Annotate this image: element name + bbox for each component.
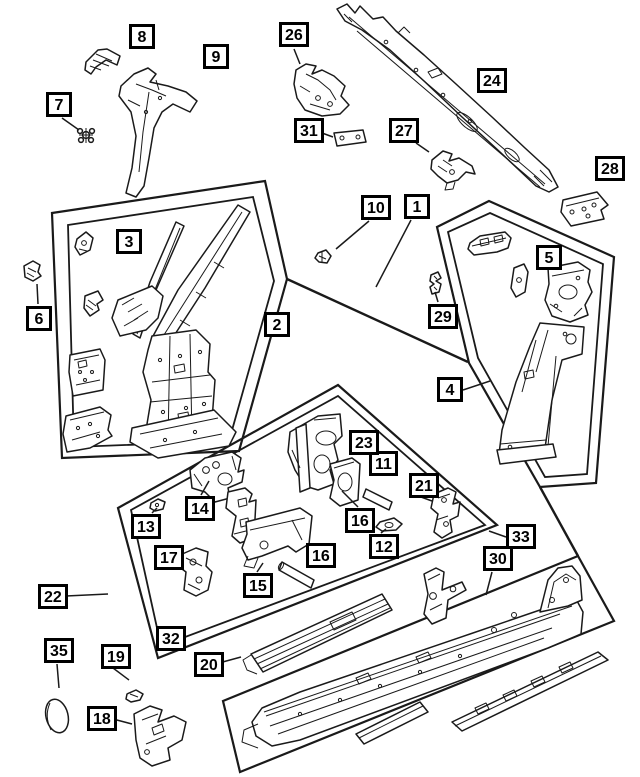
part-bracket-30	[424, 568, 466, 624]
leader-6	[37, 284, 38, 304]
zone-c-border	[118, 385, 497, 658]
part-clip-19	[126, 690, 143, 702]
leader-31	[322, 133, 333, 137]
part-roofrail-bracket-b1	[468, 232, 511, 255]
callout-3[interactable]: 3	[116, 229, 142, 254]
part-cowl-bracket-26	[294, 64, 349, 116]
part-cowl-bracket-27	[431, 151, 475, 190]
part-wheelhouse-bracket-23-11	[288, 414, 342, 492]
callout-24[interactable]: 24	[477, 68, 507, 93]
callout-16b[interactable]: 16	[345, 508, 375, 533]
leader-10	[336, 221, 369, 249]
leader-19	[113, 668, 129, 680]
part-clip-29	[430, 272, 441, 294]
callout-33[interactable]: 33	[506, 524, 536, 549]
callout-5[interactable]: 5	[536, 245, 562, 270]
part-sill-strip-1	[356, 702, 428, 744]
leader-7	[62, 118, 79, 130]
leader-16b	[342, 491, 358, 507]
part-rocker-assembly	[242, 566, 583, 748]
callout-19[interactable]: 19	[101, 644, 131, 669]
callout-16a[interactable]: 16	[306, 543, 336, 568]
part-cowl-side-bracket-8	[85, 49, 120, 74]
callout-26[interactable]: 26	[279, 22, 309, 47]
part-small-plate-b2	[511, 264, 528, 297]
callout-11[interactable]: 11	[369, 451, 398, 476]
callout-22[interactable]: 22	[38, 584, 68, 609]
part-bpillar-4	[497, 323, 584, 464]
leader-33	[489, 531, 506, 537]
part-sill-inner-20	[243, 594, 392, 674]
callout-29[interactable]: 29	[428, 304, 458, 329]
part-panel-a3	[69, 349, 105, 396]
part-floor-piece-17	[178, 548, 212, 596]
zone-a-border	[52, 181, 287, 458]
zone-d-border	[223, 556, 614, 772]
part-bracket-16r	[330, 458, 360, 506]
part-cowl-top-panel-24	[337, 4, 558, 192]
leader-29	[435, 292, 438, 302]
callout-17[interactable]: 17	[154, 545, 184, 570]
part-mounting-plate-28	[561, 192, 608, 226]
part-bracket-a4	[63, 407, 112, 452]
part-apillar-assembly-3	[112, 205, 250, 458]
callout-2[interactable]: 2	[264, 312, 290, 337]
leader-12	[381, 529, 386, 533]
part-clip-a2	[84, 291, 103, 316]
part-spacer-plate-31	[334, 130, 366, 146]
callout-12[interactable]: 12	[369, 534, 399, 559]
callout-7[interactable]: 7	[46, 92, 72, 117]
leader-1	[376, 220, 411, 287]
part-clip-10	[315, 250, 331, 263]
part-bracket-21	[431, 488, 460, 538]
callout-28[interactable]: 28	[595, 156, 625, 181]
callout-6[interactable]: 6	[26, 306, 52, 331]
callout-21[interactable]: 21	[409, 473, 439, 498]
callout-32[interactable]: 32	[156, 626, 186, 651]
part-clip-12	[376, 518, 402, 531]
callout-13[interactable]: 13	[131, 514, 161, 539]
part-crossmember-15	[242, 508, 312, 568]
part-windshield-frame-corner-9	[119, 68, 197, 197]
part-plug-35	[42, 697, 72, 735]
callout-18[interactable]: 18	[87, 706, 117, 731]
callout-20[interactable]: 20	[194, 652, 224, 677]
part-clip-13	[150, 499, 165, 511]
part-hinge-bracket-b3	[545, 262, 592, 322]
callout-27[interactable]: 27	[389, 118, 419, 143]
callout-4[interactable]: 4	[437, 377, 463, 402]
callout-14[interactable]: 14	[185, 496, 215, 521]
part-rod-1	[277, 562, 314, 588]
callout-31[interactable]: 31	[294, 118, 324, 143]
leader-27	[416, 143, 429, 152]
callout-9[interactable]: 9	[203, 44, 229, 69]
callout-8[interactable]: 8	[129, 24, 155, 49]
callout-35[interactable]: 35	[44, 638, 74, 663]
part-bracket-a1	[75, 232, 93, 255]
callout-30[interactable]: 30	[483, 546, 513, 571]
callout-23[interactable]: 23	[349, 430, 379, 455]
part-fastener-7	[78, 128, 95, 143]
callout-1[interactable]: 1	[404, 194, 430, 219]
part-sill-strip-2	[452, 652, 608, 731]
callout-15[interactable]: 15	[243, 573, 273, 598]
leader-22	[66, 594, 108, 596]
leader-14	[201, 481, 209, 495]
leader-15	[257, 563, 263, 572]
leader-26	[294, 49, 300, 64]
callout-10[interactable]: 10	[361, 195, 391, 220]
leader-4	[463, 381, 490, 390]
zone-connector-lines	[287, 279, 578, 556]
leader-35	[57, 664, 59, 688]
leader-13	[152, 508, 157, 513]
part-clip-6	[24, 261, 41, 281]
part-bracket-18	[134, 706, 186, 766]
part-rod-2	[363, 489, 392, 510]
leader-30	[486, 572, 492, 595]
